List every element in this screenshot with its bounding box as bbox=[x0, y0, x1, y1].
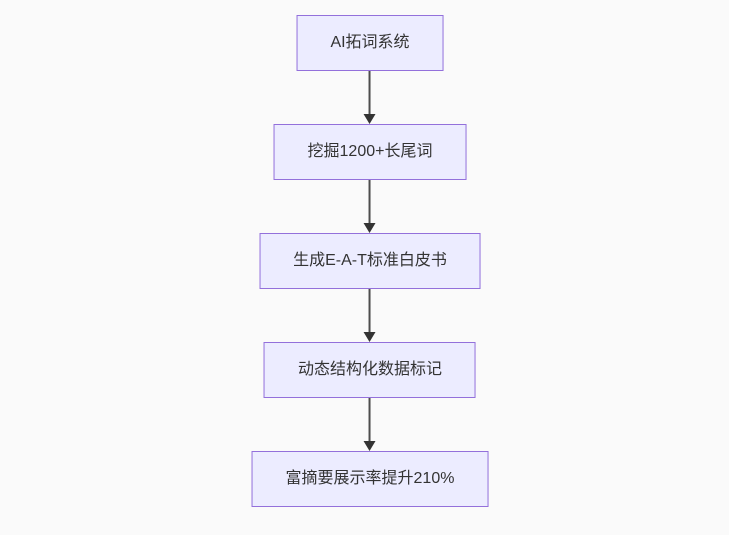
flow-node-label: 生成E-A-T标准白皮书 bbox=[293, 252, 447, 269]
arrowhead-down-icon bbox=[364, 441, 376, 451]
edge-line bbox=[369, 398, 371, 442]
flow-node-eat-whitepaper-generation: 生成E-A-T标准白皮书 bbox=[259, 233, 481, 289]
arrowhead-down-icon bbox=[364, 114, 376, 124]
edge-line bbox=[369, 71, 371, 115]
flow-node-label: AI拓词系统 bbox=[330, 34, 410, 51]
flow-edge-a-b bbox=[364, 71, 376, 124]
arrowhead-down-icon bbox=[364, 332, 376, 342]
flow-node-dynamic-structured-data-markup: 动态结构化数据标记 bbox=[263, 342, 476, 398]
flow-node-longtail-keyword-mining: 挖掘1200+长尾词 bbox=[273, 124, 467, 180]
flow-edge-d-e bbox=[364, 398, 376, 451]
edge-line bbox=[369, 180, 371, 224]
flowchart-canvas: AI拓词系统 挖掘1200+长尾词 生成E-A-T标准白皮书 动态结构化数据标记… bbox=[251, 15, 489, 507]
flow-node-label: 动态结构化数据标记 bbox=[297, 361, 442, 378]
flow-node-ai-keyword-expansion-system: AI拓词系统 bbox=[296, 15, 444, 71]
flow-node-rich-snippet-rate-increase: 富摘要展示率提升210% bbox=[251, 451, 489, 507]
flow-node-label: 挖掘1200+长尾词 bbox=[307, 143, 433, 160]
edge-line bbox=[369, 289, 371, 333]
flow-edge-b-c bbox=[364, 180, 376, 233]
arrowhead-down-icon bbox=[364, 223, 376, 233]
flow-edge-c-d bbox=[364, 289, 376, 342]
flow-node-label: 富摘要展示率提升210% bbox=[285, 470, 455, 487]
